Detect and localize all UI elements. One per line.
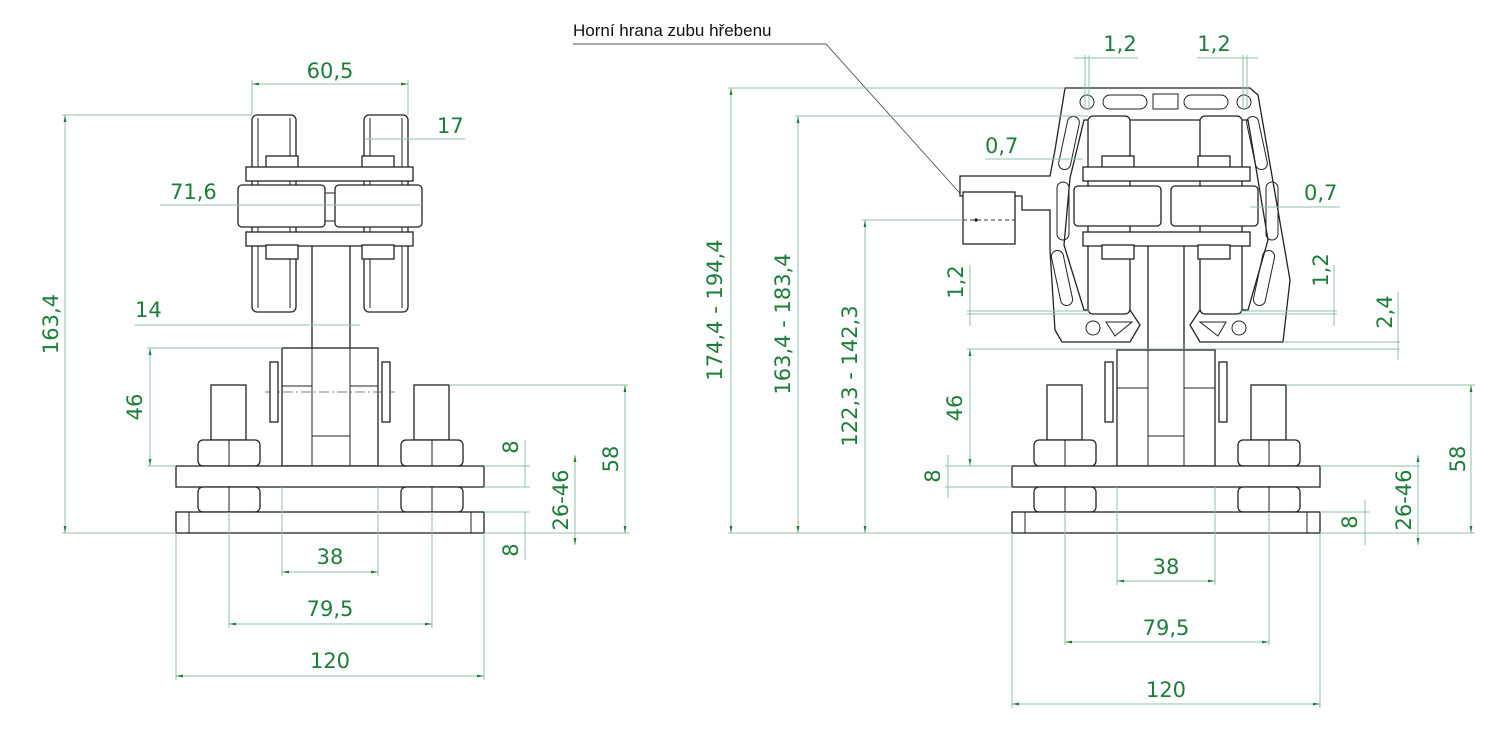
- nut: [1101, 244, 1135, 260]
- lower-bar: [1082, 231, 1251, 247]
- main-roller-left: [1073, 185, 1162, 227]
- stud-left: [210, 384, 247, 441]
- dim-roller-width: 17: [437, 114, 464, 138]
- dim-plate-lower: 8: [1338, 515, 1362, 528]
- stud-right: [413, 384, 450, 441]
- dim-plate-upper: 8: [921, 469, 945, 482]
- dim-gap-bottom-left: 1,2: [944, 265, 968, 298]
- dim-gap-left: 1,2: [1103, 32, 1136, 56]
- dim-shaft-width: 14: [135, 298, 162, 322]
- annotation-text: Horní hrana zubu hřebenu: [573, 21, 771, 40]
- rack-tooth: [962, 191, 1016, 245]
- dimension-lines-left: [62, 80, 630, 680]
- right-view: 1,2 1,2 0,7 0,7 174,4 - 194,4 163,4 - 18…: [703, 32, 1475, 708]
- dim-bolt-spacing: 79,5: [307, 597, 354, 621]
- washer-right: [1218, 361, 1228, 423]
- dim-base-width: 120: [310, 649, 350, 673]
- washer-left: [269, 361, 279, 423]
- dim-adjust-range: 26-46: [1392, 469, 1416, 530]
- bracket: [281, 347, 379, 467]
- dim-height-range-outer: 174,4 - 194,4: [703, 239, 727, 380]
- dim-total-height: 163,4: [39, 294, 63, 354]
- dim-roller-span: 71,6: [170, 180, 217, 204]
- dim-inner-spacing: 38: [1153, 555, 1180, 579]
- washer-right: [381, 361, 391, 423]
- nut: [361, 244, 395, 260]
- stud-right: [1250, 384, 1287, 441]
- dim-adjust-range: 26-46: [549, 469, 573, 530]
- lower-bar: [245, 231, 414, 247]
- dim-plate-lower: 8: [499, 543, 523, 556]
- stud-left: [1046, 384, 1083, 441]
- nut: [1197, 244, 1231, 260]
- nut: [265, 244, 299, 260]
- main-roller-right: [334, 184, 423, 228]
- upper-bar: [245, 166, 414, 182]
- upper-bar: [1082, 166, 1251, 182]
- dim-height-range-rack: 122,3 - 142,3: [838, 305, 862, 446]
- base-plate: [1011, 511, 1321, 534]
- dim-base-width: 120: [1146, 678, 1186, 702]
- washer-left: [1104, 361, 1114, 423]
- base-plate: [175, 511, 485, 534]
- plate-upper: [175, 465, 485, 488]
- dim-gap-frame: 2,4: [1373, 295, 1397, 328]
- dim-upright-height: 46: [123, 394, 147, 421]
- bracket: [1116, 349, 1216, 467]
- dim-height-range-mid: 163,4 - 183,4: [771, 253, 795, 394]
- main-roller-right: [1170, 185, 1259, 227]
- dim-upright-height: 46: [943, 395, 967, 422]
- plate-upper: [1011, 465, 1321, 488]
- dim-gap-bottom-right: 1,2: [1309, 253, 1333, 286]
- dimension-lines-right: [728, 55, 1475, 708]
- dim-plate-upper: 8: [499, 440, 523, 453]
- annotation: Horní hrana zubu hřebenu: [573, 21, 976, 211]
- dim-gap-side-left: 0,7: [985, 134, 1018, 158]
- dim-gap-right: 1,2: [1197, 32, 1230, 56]
- main-roller-left: [237, 184, 326, 228]
- dim-bolt-spacing: 79,5: [1143, 616, 1190, 640]
- dim-top-width: 60,5: [307, 59, 354, 83]
- dim-gap-side-right: 0,7: [1304, 181, 1337, 205]
- left-view: 60,5 17 71,6 14 163,4 46 8 8 26-46 58 38…: [39, 59, 630, 680]
- dim-stud-height: 58: [599, 446, 623, 473]
- dim-inner-spacing: 38: [317, 545, 344, 569]
- dim-stud-height: 58: [1446, 446, 1470, 473]
